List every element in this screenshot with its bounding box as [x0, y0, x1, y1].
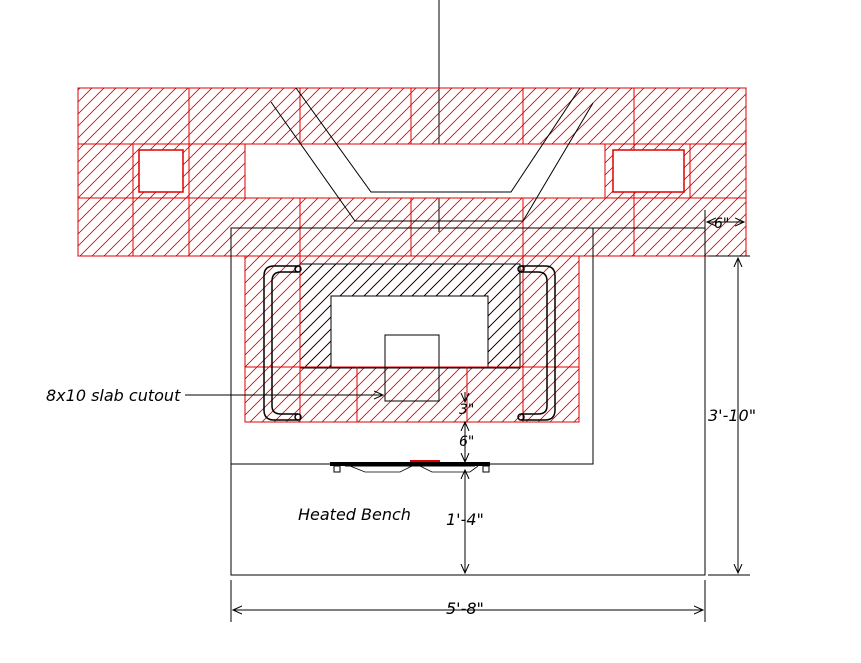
firebox-block	[244, 255, 580, 423]
top-masonry-block	[77, 87, 747, 257]
dim-depth-text: 3'-10"	[708, 406, 756, 425]
label-heated-bench: Heated Bench	[298, 505, 411, 524]
firebox-channel	[244, 143, 606, 199]
dim-width-text: 5'-8"	[446, 599, 484, 618]
cleanout-left	[138, 149, 184, 193]
door-strip	[330, 460, 490, 473]
dim-bench-depth-text: 1'-4"	[446, 510, 484, 529]
bench-outline	[230, 227, 706, 576]
label-slab-cutout: 8x10 slab cutout	[46, 386, 181, 405]
cleanout-right	[612, 149, 685, 193]
firebox-chamber	[330, 295, 489, 369]
dim-gap-top-text: 3"	[459, 402, 474, 418]
heating-pipes	[263, 265, 556, 421]
slab-cutout	[384, 334, 440, 402]
dim-offset-text: 6"	[714, 216, 729, 232]
dim-gap-mid-text: 6"	[459, 434, 474, 450]
throat-funnel	[270, 87, 594, 222]
